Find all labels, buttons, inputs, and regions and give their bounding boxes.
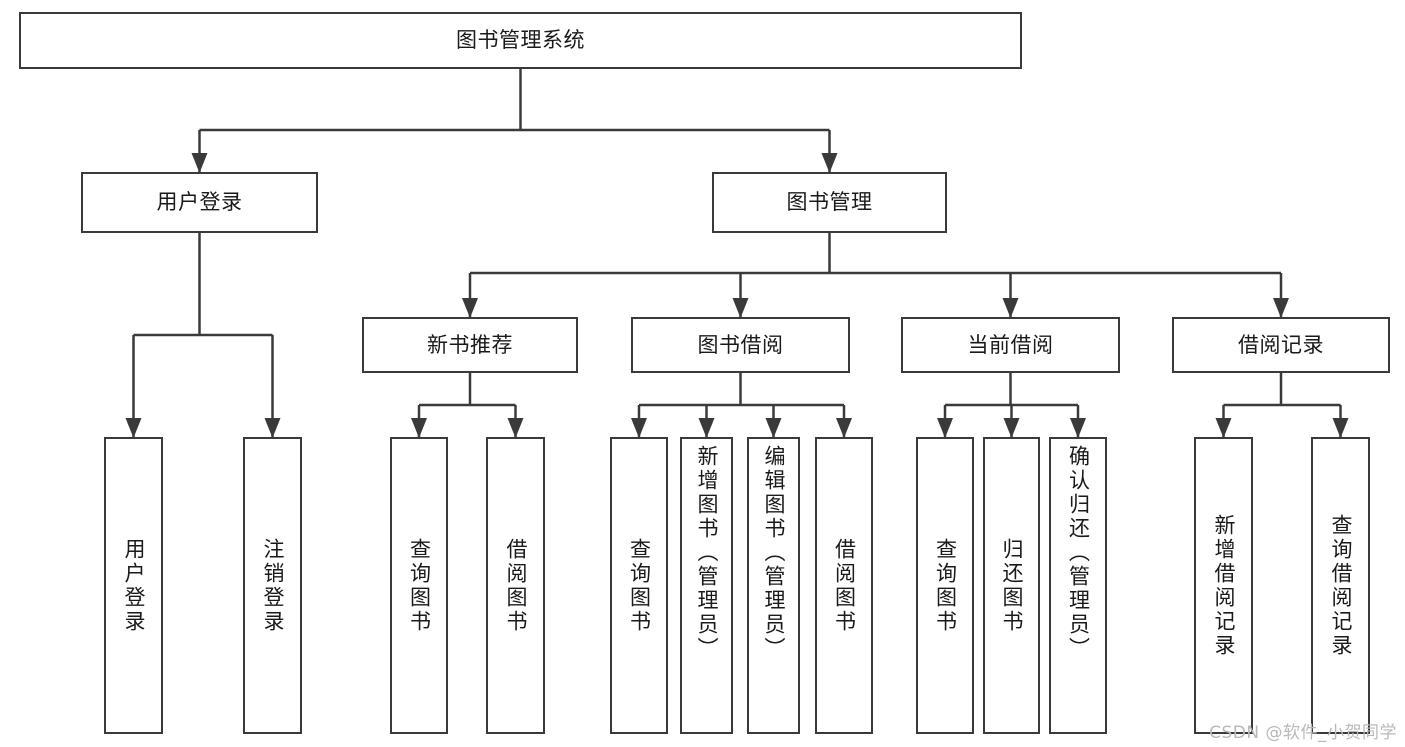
node-label: 用户登录 xyxy=(122,537,146,634)
node-leaf-user-login[interactable]: 用户登录 xyxy=(104,437,163,734)
arrowhead-icon xyxy=(1273,298,1289,318)
node-label: 查询图书 xyxy=(407,537,432,634)
node-user-login[interactable]: 用户登录 xyxy=(81,172,318,233)
node-label: 新书推荐 xyxy=(427,332,513,357)
node-new-book-rec[interactable]: 新书推荐 xyxy=(362,317,578,373)
arrowhead-icon xyxy=(1002,298,1019,318)
node-label: 新增借阅记录 xyxy=(1212,513,1236,658)
arrowhead-icon xyxy=(765,418,782,438)
node-current-borrow[interactable]: 当前借阅 xyxy=(901,317,1120,373)
node-label: 借阅图书 xyxy=(504,537,528,634)
node-label: 借阅图书 xyxy=(832,537,857,634)
node-book-manage[interactable]: 图书管理 xyxy=(712,172,947,233)
node-label: 编辑图书（管理员） xyxy=(762,445,786,661)
arrowhead-icon xyxy=(264,418,281,438)
node-label: 当前借阅 xyxy=(967,332,1054,357)
node-leaf-borrow-book-1[interactable]: 借阅图书 xyxy=(486,437,545,734)
node-root[interactable]: 图书管理系统 xyxy=(19,12,1022,69)
node-leaf-confirm-return[interactable]: 确认归还（管理员） xyxy=(1049,437,1107,734)
arrowhead-icon xyxy=(1215,418,1232,438)
node-label: 用户登录 xyxy=(156,190,243,215)
arrowhead-icon xyxy=(191,153,208,173)
node-leaf-query-record[interactable]: 查询借阅记录 xyxy=(1311,437,1370,734)
node-label: 借阅记录 xyxy=(1238,332,1324,357)
node-leaf-query-book-2[interactable]: 查询图书 xyxy=(610,437,668,734)
node-label: 查询图书 xyxy=(627,537,652,634)
node-book-borrow[interactable]: 图书借阅 xyxy=(631,317,850,373)
node-borrow-record[interactable]: 借阅记录 xyxy=(1172,317,1390,373)
arrowhead-icon xyxy=(732,298,749,318)
node-leaf-return-book[interactable]: 归还图书 xyxy=(983,437,1040,734)
node-leaf-add-record[interactable]: 新增借阅记录 xyxy=(1194,437,1253,734)
arrowhead-icon xyxy=(125,418,142,438)
arrowhead-icon xyxy=(462,298,478,318)
arrowhead-icon xyxy=(1332,418,1349,438)
node-label: 新增图书（管理员） xyxy=(695,445,719,661)
node-label: 图书管理系统 xyxy=(456,28,585,53)
csdn-watermark: CSDN @软件_小贺同学 xyxy=(1209,723,1397,743)
node-label: 确认归还（管理员） xyxy=(1066,445,1091,661)
node-label: 图书借阅 xyxy=(697,332,784,357)
node-leaf-query-book-1[interactable]: 查询图书 xyxy=(390,437,448,734)
arrowhead-icon xyxy=(836,418,852,438)
node-leaf-edit-book[interactable]: 编辑图书（管理员） xyxy=(747,437,800,734)
arrowhead-icon xyxy=(937,418,953,438)
node-leaf-add-book[interactable]: 新增图书（管理员） xyxy=(680,437,733,734)
node-leaf-borrow-book-2[interactable]: 借阅图书 xyxy=(815,437,873,734)
arrowhead-icon xyxy=(1003,418,1020,438)
arrowhead-icon xyxy=(411,418,427,438)
node-label: 查询借阅记录 xyxy=(1329,513,1353,658)
node-label: 注销登录 xyxy=(261,537,285,634)
node-leaf-logout[interactable]: 注销登录 xyxy=(243,437,302,734)
arrowhead-icon xyxy=(1070,418,1086,438)
node-leaf-query-book-3[interactable]: 查询图书 xyxy=(916,437,974,734)
node-label: 图书管理 xyxy=(786,190,873,215)
arrowhead-icon xyxy=(821,153,838,173)
arrowhead-icon xyxy=(631,418,647,438)
arrowhead-icon xyxy=(698,418,715,438)
node-label: 查询图书 xyxy=(933,537,958,634)
arrowhead-icon xyxy=(507,418,524,438)
node-label: 归还图书 xyxy=(1000,537,1024,634)
